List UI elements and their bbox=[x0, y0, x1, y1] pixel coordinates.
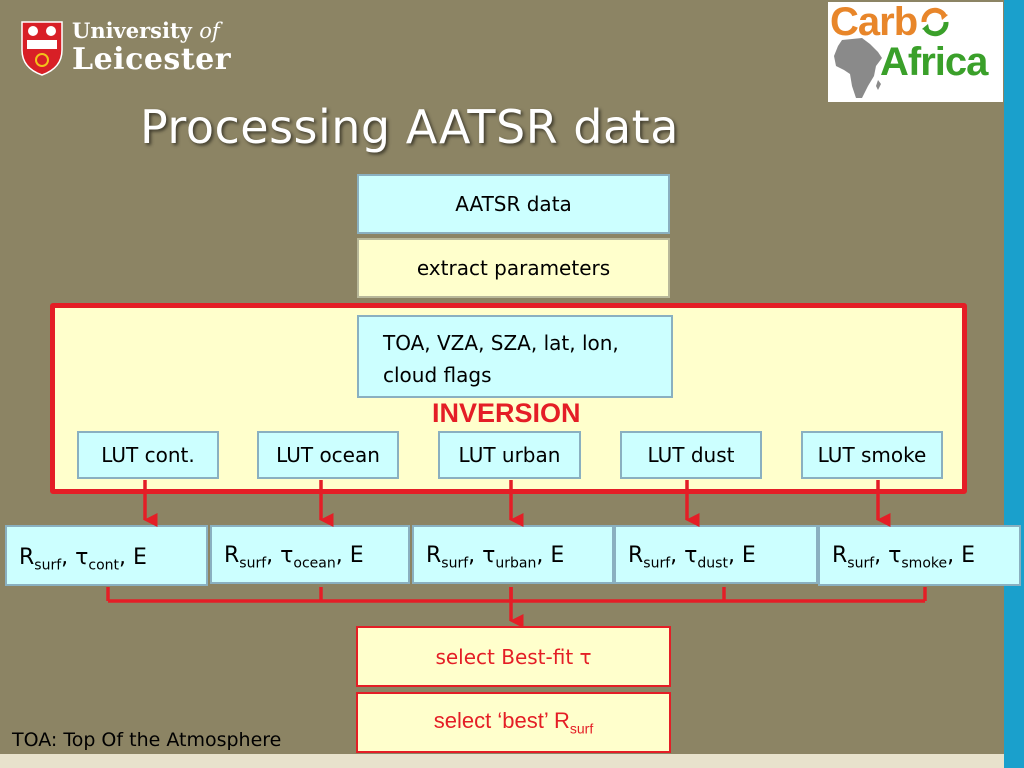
result-e: , E bbox=[335, 543, 364, 568]
africa-wordmark: Africa bbox=[880, 40, 988, 84]
result-e: , E bbox=[536, 543, 565, 568]
lut-smoke-box: LUT smoke bbox=[801, 431, 943, 479]
result-r: R bbox=[832, 543, 848, 568]
result-r-subscript: surf bbox=[847, 555, 875, 572]
result-r: R bbox=[426, 543, 442, 568]
result-tau-subscript: urban bbox=[495, 555, 537, 572]
inversion-label: INVERSION bbox=[432, 398, 581, 428]
parameters-box: TOA, VZA, SZA, lat, lon, cloud flags bbox=[357, 315, 673, 398]
result-smoke-box: Rsurf, τsmoke, E bbox=[818, 525, 1021, 586]
result-tau-subscript: ocean bbox=[293, 555, 336, 572]
select-best-r-subscript: surf bbox=[569, 720, 594, 737]
lut-urban-box: LUT urban bbox=[438, 431, 581, 479]
parameters-line2: cloud flags bbox=[383, 363, 492, 387]
result-r-subscript: surf bbox=[643, 555, 671, 572]
result-tau: , τ bbox=[266, 543, 294, 568]
parameters-line1: TOA, VZA, SZA, lat, lon, bbox=[383, 331, 619, 355]
university-wordmark-line2: Leicester bbox=[72, 42, 232, 77]
africa-map-icon bbox=[834, 38, 882, 98]
result-tau-subscript: dust bbox=[697, 555, 728, 572]
slide-title: Processing AATSR data bbox=[140, 100, 679, 154]
result-urban-box: Rsurf, τurban, E bbox=[412, 525, 614, 584]
extract-parameters-box: extract parameters bbox=[357, 238, 670, 298]
result-r: R bbox=[628, 543, 644, 568]
recycle-o-icon bbox=[921, 7, 949, 37]
aatsr-data-box: AATSR data bbox=[357, 174, 670, 234]
result-ocean-box: Rsurf, τocean, E bbox=[210, 525, 410, 584]
lut-cont-box: LUT cont. bbox=[77, 431, 219, 479]
bottom-strip bbox=[0, 754, 1004, 768]
extract-parameters-label: extract parameters bbox=[416, 256, 611, 280]
carbo-wordmark: Carb bbox=[830, 0, 952, 45]
university-shield-icon bbox=[21, 21, 63, 76]
result-cont-box: Rsurf, τcont, E bbox=[5, 525, 208, 586]
result-tau: , τ bbox=[468, 543, 496, 568]
select-best-fit-tau-box: select Best-fit τ bbox=[356, 626, 671, 687]
result-e: , E bbox=[947, 543, 975, 568]
select-best-r-box: select ‘best’ Rsurf bbox=[356, 692, 671, 753]
result-tau-subscript: smoke bbox=[901, 555, 948, 572]
footnote: TOA: Top Of the Atmosphere bbox=[12, 729, 282, 751]
result-r: R bbox=[19, 545, 35, 570]
result-tau-subscript: cont bbox=[88, 557, 120, 574]
right-accent-stripe bbox=[1004, 0, 1024, 768]
result-tau: , τ bbox=[670, 543, 698, 568]
select-best-r-prefix: select ‘best’ R bbox=[433, 708, 570, 734]
result-dust-box: Rsurf, τdust, E bbox=[614, 525, 818, 584]
result-e: , E bbox=[119, 545, 147, 570]
lut-ocean-box: LUT ocean bbox=[257, 431, 399, 479]
carboafrica-logo: Carb Africa bbox=[828, 0, 1003, 102]
result-tau: , τ bbox=[874, 543, 902, 568]
result-r-subscript: surf bbox=[239, 555, 267, 572]
lut-dust-box: LUT dust bbox=[620, 431, 762, 479]
select-best-r-label: select ‘best’ Rsurf bbox=[434, 708, 593, 736]
result-tau: , τ bbox=[61, 545, 89, 570]
select-best-fit-tau-label: select Best-fit τ bbox=[435, 644, 592, 669]
result-e: , E bbox=[727, 543, 756, 568]
university-wordmark-line1: University of bbox=[72, 18, 220, 43]
aatsr-data-label: AATSR data bbox=[455, 192, 572, 216]
result-r-subscript: surf bbox=[34, 557, 62, 574]
result-r: R bbox=[224, 543, 240, 568]
result-r-subscript: surf bbox=[441, 555, 469, 572]
